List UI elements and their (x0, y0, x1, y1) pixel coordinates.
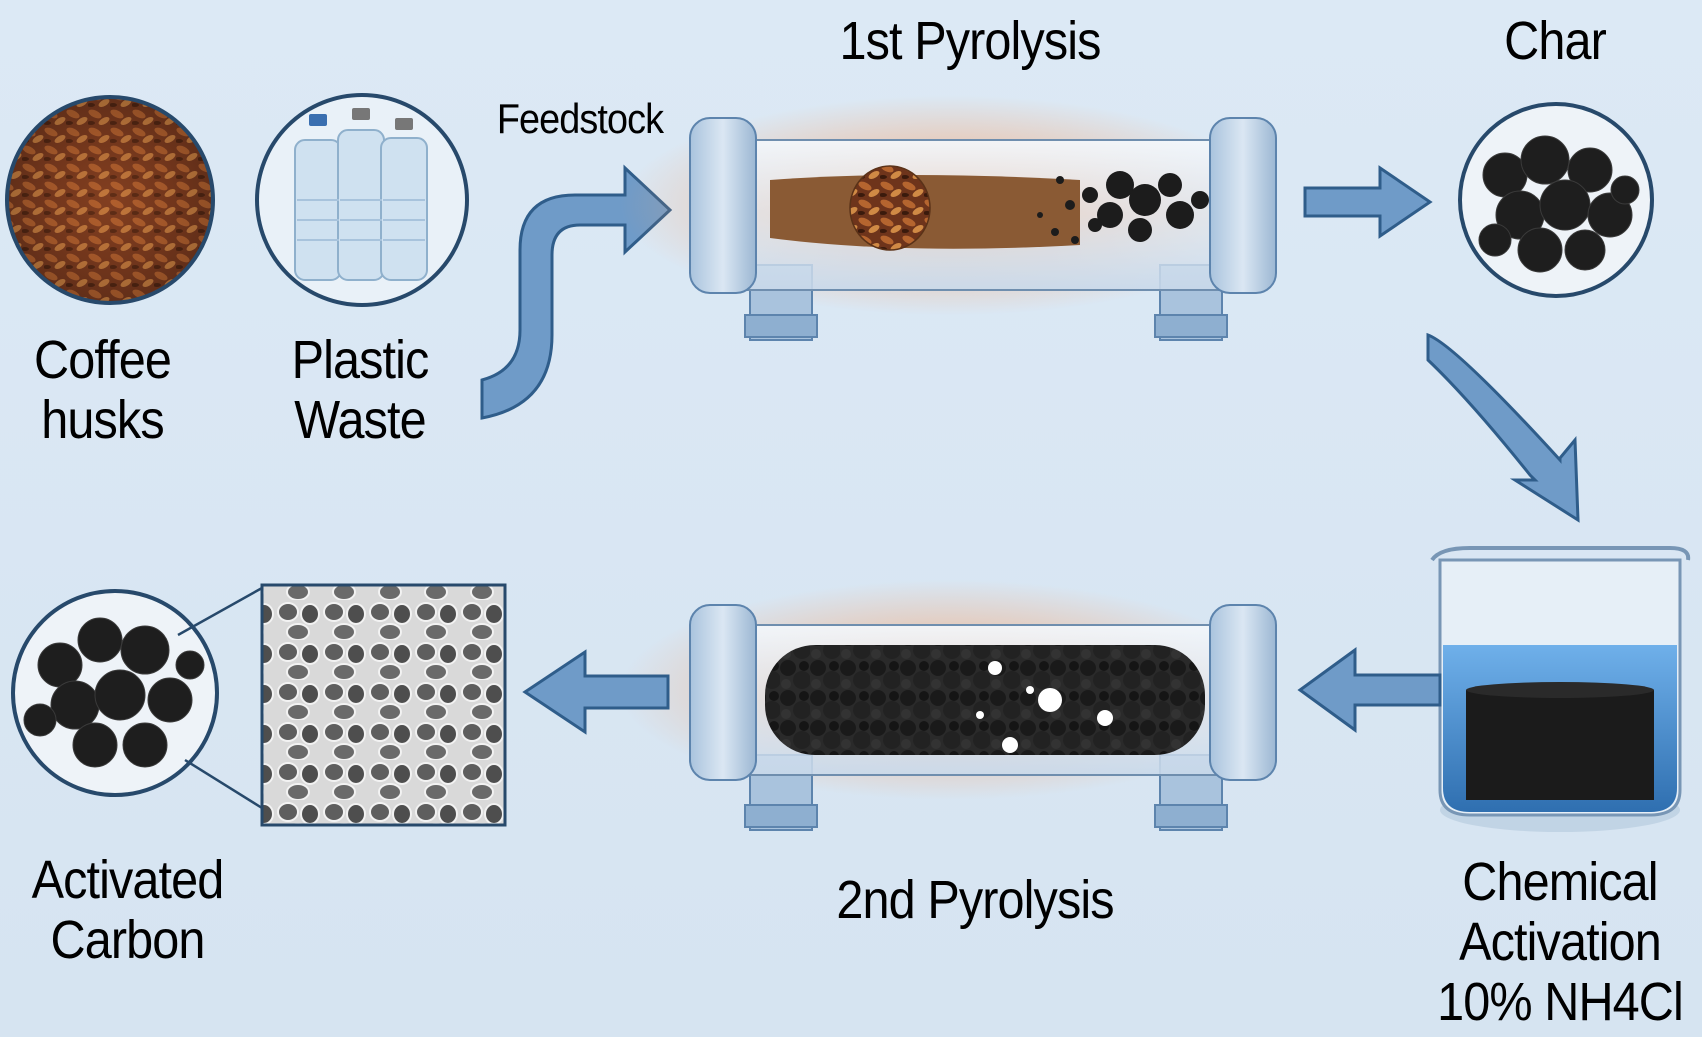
activated-carbon-image (11, 589, 219, 797)
plastic-waste-line2: Waste (294, 390, 426, 450)
zoom-line-top (177, 586, 263, 637)
arrow-to-activation (1426, 332, 1580, 523)
second-pyrolysis-title: 2nd Pyrolysis (836, 870, 1114, 930)
activated-carbon-line2: Carbon (50, 910, 205, 970)
second-pyrolysis-reactor (620, 580, 1280, 831)
arrow-to-activated-carbon (522, 649, 670, 735)
activation-line3: 10% NH4Cl (1437, 972, 1684, 1032)
chemical-activation-label: Chemical Activation 10% NH4Cl (1416, 855, 1702, 1029)
input-label-plastic-waste: Plastic Waste (270, 333, 450, 447)
first-pyrolysis-reactor (620, 95, 1280, 341)
coffee-husks-line2: husks (41, 390, 164, 450)
feedstock-label: Feedstock (496, 95, 664, 142)
activated-carbon-line1: Activated (31, 850, 225, 910)
char-image (1458, 102, 1654, 298)
activated-carbon-label: Activated Carbon (13, 853, 243, 967)
coffee-husks-image (5, 95, 215, 305)
first-pyrolysis-title: 1st Pyrolysis (839, 11, 1101, 71)
plastic-waste-line1: Plastic (291, 330, 430, 390)
arrow-to-char (1303, 165, 1433, 239)
zoom-line-bottom (184, 758, 263, 810)
beaker-image (1430, 546, 1691, 832)
coffee-husks-line1: Coffee (34, 330, 172, 390)
activation-line2: Activation (1459, 912, 1662, 972)
char-label: Char (1504, 11, 1607, 71)
input-label-coffee-husks: Coffee husks (10, 333, 195, 447)
arrow-to-second-pyrolysis (1297, 647, 1442, 733)
plastic-bottles-image (255, 93, 469, 307)
sem-micrograph-image (260, 583, 507, 827)
activation-line1: Chemical (1462, 852, 1658, 912)
